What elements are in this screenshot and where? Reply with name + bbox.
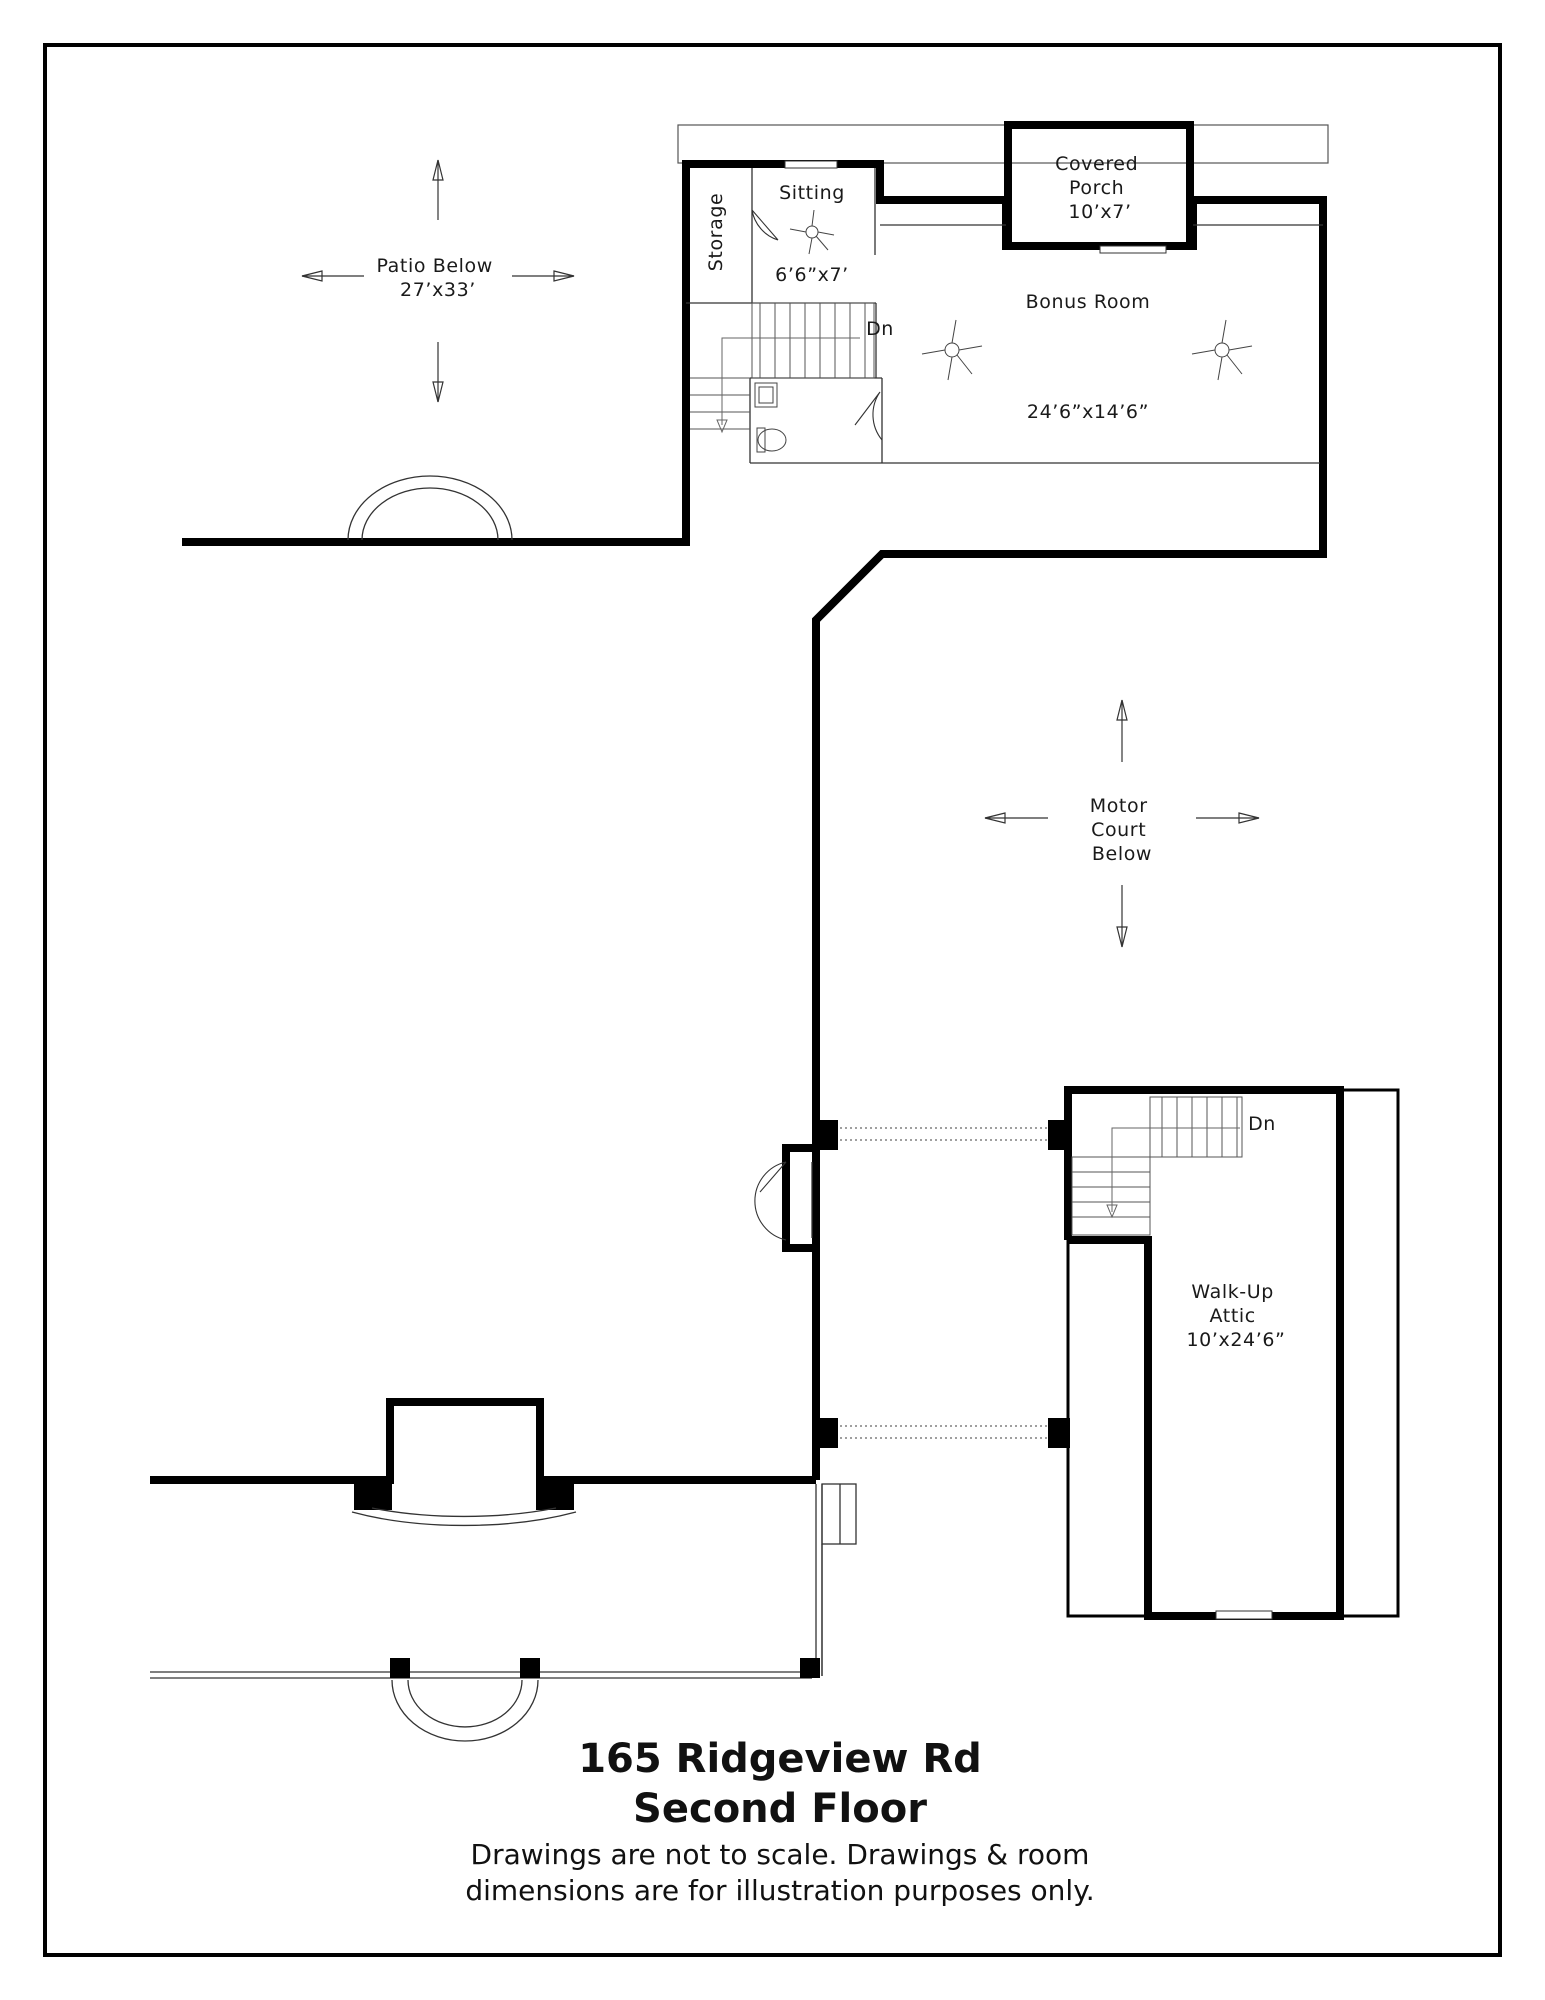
patio-below: Patio Below 27’x33’: [301, 159, 575, 403]
porch-door: [1099, 245, 1167, 254]
bonus-ceiling-fan-right: [1191, 319, 1253, 381]
patio-arch: [347, 475, 513, 541]
disclaimer-line-1: Drawings are not to scale. Drawings & ro…: [471, 1838, 1090, 1871]
bonus-room-label: Bonus Room: [1026, 291, 1151, 313]
walk-up-attic-label: Walk-Up Attic 10’x24’6”: [1186, 1281, 1285, 1351]
toilet: [757, 428, 787, 452]
bonus-room-area: Covered Porch 10’x7’ Sitting 6’6”x7’ Sto…: [182, 121, 1329, 1480]
motor-court-label: Motor Court Below: [1090, 795, 1155, 865]
storage-door: [751, 209, 779, 241]
attic-stairs-down-label: Dn: [1248, 1113, 1276, 1135]
walk-up-attic-area: Dn Walk-Up Attic 10’x24’6”: [1064, 1086, 1400, 1620]
attic-stairs: [1071, 1096, 1243, 1236]
bonus-room-dimensions: 24’6”x14’6”: [1027, 401, 1149, 423]
address-title: 165 Ridgeview Rd: [578, 1736, 982, 1782]
upper-stairs: [690, 302, 875, 434]
storage-label: Storage: [705, 193, 727, 272]
motor-court-below: Motor Court Below: [984, 699, 1260, 948]
connector-beams: [816, 1120, 1070, 1448]
patio-arrows: [301, 159, 575, 403]
bonus-ceiling-fan-left: [921, 319, 983, 381]
motor-court-arrows: [984, 699, 1260, 948]
stairs-down-label: Dn: [866, 318, 894, 340]
page-border: [43, 43, 1502, 1957]
covered-porch-label: Covered Porch 10’x7’: [1055, 153, 1145, 223]
attic-window: [1215, 1610, 1273, 1620]
lower-walls: [150, 1398, 857, 1742]
disclaimer-line-2: dimensions are for illustration purposes…: [465, 1874, 1094, 1907]
attic-outer-wall: [1064, 1086, 1344, 1620]
sitting-label: Sitting: [779, 182, 845, 204]
bath-door: [854, 391, 883, 441]
covered-porch-walls: [1004, 121, 1194, 250]
patio-label: Patio Below 27’x33’: [376, 255, 499, 301]
side-entry: [754, 1144, 816, 1252]
sitting-window: [784, 160, 838, 169]
sitting-dimensions: 6’6”x7’: [775, 264, 849, 286]
sink: [754, 382, 778, 408]
sitting-ceiling-fan: [789, 209, 835, 255]
attic-right-eave: [1338, 1088, 1400, 1618]
roof-overhang: [677, 124, 1329, 164]
floor-title: Second Floor: [633, 1786, 927, 1832]
attic-side-eave: [1066, 1238, 1150, 1618]
